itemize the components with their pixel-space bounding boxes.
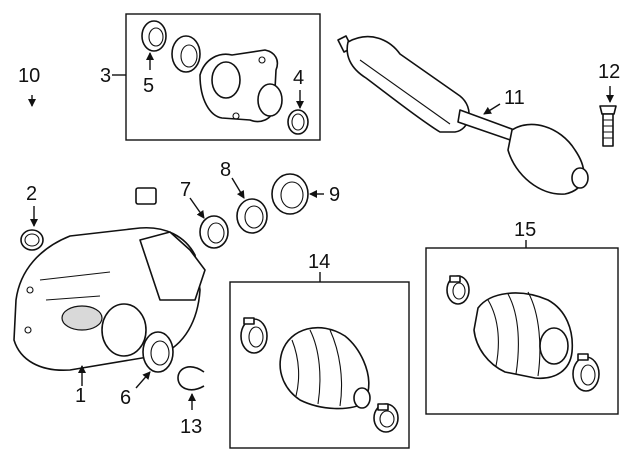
part-11-axle-shaft[interactable] <box>337 35 589 195</box>
part-5-bearing[interactable] <box>171 35 201 73</box>
part-2-oring[interactable] <box>20 229 44 251</box>
callout-3[interactable]: 3 <box>100 65 111 87</box>
part-15-cv-boot[interactable] <box>473 291 574 379</box>
part-1-differential-housing[interactable] <box>13 226 206 371</box>
callout-8[interactable]: 8 <box>220 159 231 181</box>
callout-7[interactable]: 7 <box>180 179 191 201</box>
callout-1[interactable]: 1 <box>75 385 86 407</box>
callout-6[interactable]: 6 <box>120 387 131 409</box>
callout-13[interactable]: 13 <box>180 416 202 438</box>
callout-9[interactable]: 9 <box>329 184 340 206</box>
part-4-oring[interactable] <box>287 109 309 135</box>
part-14-clamp-outer[interactable] <box>373 403 399 433</box>
group-box-15 <box>425 247 619 415</box>
part-14-cv-boot[interactable] <box>279 327 371 410</box>
leader-lines <box>28 52 614 410</box>
part-12-bolt[interactable] <box>599 105 617 147</box>
part-7-bearing[interactable] <box>199 215 229 249</box>
callout-14[interactable]: 14 <box>308 251 330 273</box>
part-10-vent-hose[interactable] <box>14 106 157 205</box>
callout-labels: 1 2 3 4 5 6 7 8 9 10 11 12 13 14 15 <box>18 61 620 438</box>
callout-15[interactable]: 15 <box>514 219 536 241</box>
callout-12[interactable]: 12 <box>598 61 620 83</box>
callout-10[interactable]: 10 <box>18 65 40 87</box>
group-box-3 <box>125 13 321 141</box>
callout-4[interactable]: 4 <box>293 67 304 89</box>
part-9-seal[interactable] <box>271 173 309 215</box>
part-8-shim[interactable] <box>236 198 268 234</box>
part-3-housing[interactable] <box>199 49 283 123</box>
part-6-seal[interactable] <box>142 331 174 373</box>
part-14-clamp-inner[interactable] <box>240 317 268 354</box>
callout-5[interactable]: 5 <box>143 75 154 97</box>
part-13-snap-ring[interactable] <box>177 366 205 391</box>
part-15-clamp-outer[interactable] <box>572 353 600 392</box>
part-15-clamp-inner[interactable] <box>446 275 470 305</box>
callout-2[interactable]: 2 <box>26 183 37 205</box>
part-5-seal[interactable] <box>141 20 167 52</box>
callout-11[interactable]: 11 <box>504 87 525 109</box>
